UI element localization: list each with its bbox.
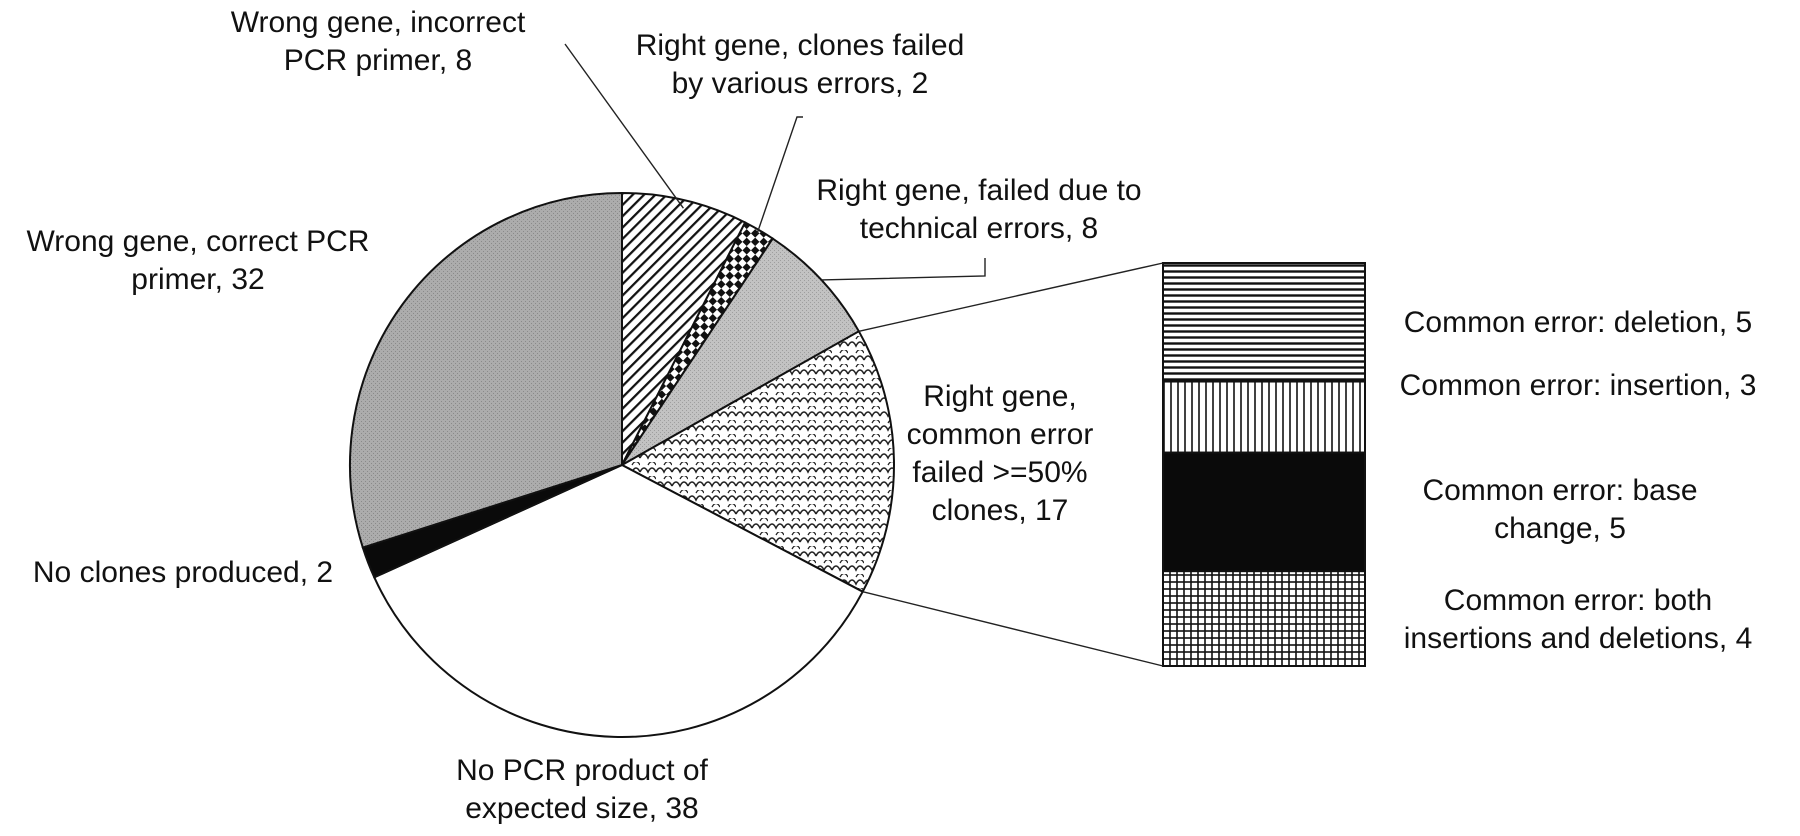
- pie-slice-right-gene-common-error: [619, 329, 895, 594]
- label-common-error-deletion: Common error: deletion, 5: [1404, 306, 1753, 339]
- connector-bar-top: [858, 262, 1164, 332]
- label-common-error-insertion: Common error: insertion, 3: [1400, 369, 1757, 402]
- leader-right-gene-various-errors: [756, 116, 803, 234]
- leader-wrong-gene-incorrect-primer: [564, 43, 684, 209]
- bar-segment-deletion: [1162, 262, 1366, 383]
- bar-segment-both: [1162, 570, 1366, 667]
- leader-lines: [564, 43, 1164, 667]
- breakdown-bar: [1162, 262, 1366, 667]
- pie-slice-right-gene-technical-errors: [621, 237, 861, 466]
- bar-segment-insertion: [1162, 380, 1366, 454]
- label-no-clones-produced: No clones produced, 2: [33, 556, 333, 589]
- leader-right-gene-technical-errors: [821, 258, 986, 281]
- pie-slice-wrong-gene-incorrect-primer: [621, 191, 747, 466]
- pie-slice-no-pcr-product: [372, 463, 865, 738]
- connector-bar-bottom: [862, 591, 1164, 667]
- pie-slices: [349, 191, 895, 738]
- pie-slice-wrong-gene-correct-primer: [349, 191, 623, 549]
- bar-segment-base-change: [1162, 451, 1366, 573]
